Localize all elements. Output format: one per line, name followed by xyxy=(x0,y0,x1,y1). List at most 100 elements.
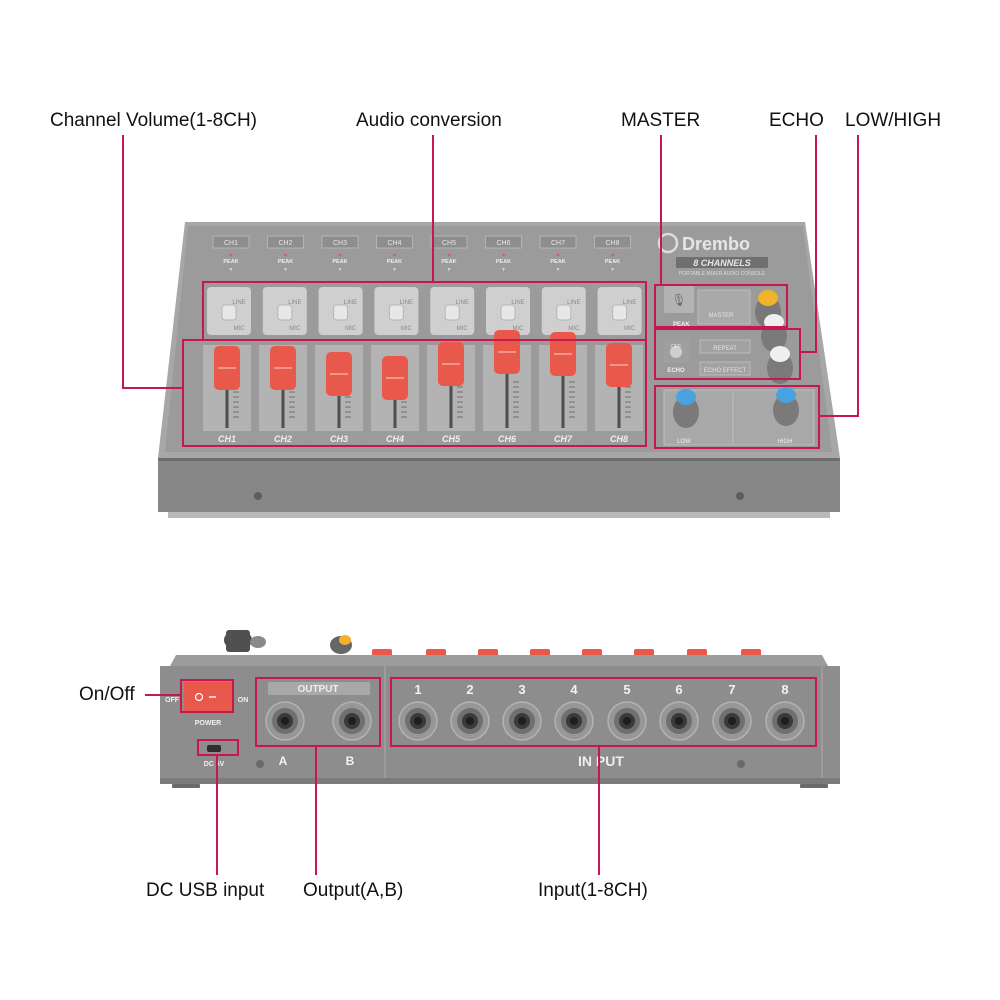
channel-fader[interactable]: CH5 xyxy=(427,342,475,444)
dc-usb-input-callout: DC USB input xyxy=(146,880,265,901)
power-switch[interactable] xyxy=(184,682,232,712)
master-knob-cap xyxy=(758,290,778,306)
audio-jack[interactable] xyxy=(765,701,805,741)
mic-label: MIC xyxy=(234,326,246,332)
input-highlight xyxy=(390,677,817,747)
power-label: POWER xyxy=(195,720,221,727)
audio-jack[interactable] xyxy=(712,701,752,741)
right-control-section: 🎙 PEAK MASTER OFF ECHO REPEAT ECHO EFFEC… xyxy=(663,285,815,446)
rear-leader-lines xyxy=(145,694,600,875)
master-knob-2[interactable] xyxy=(761,314,787,352)
echo-off-label: OFF xyxy=(671,344,681,350)
line-mic-switch[interactable]: LINE MIC xyxy=(207,287,251,335)
echo-highlight xyxy=(654,328,801,380)
echo-switch[interactable] xyxy=(670,346,682,358)
power-off-label: OFF xyxy=(165,697,180,704)
line-mic-switch[interactable]: LINE MIC xyxy=(430,287,475,335)
input-number-label: 8 xyxy=(781,682,788,697)
peak-label-master: PEAK xyxy=(673,322,690,328)
switch-toggle[interactable] xyxy=(333,304,349,321)
rear-highlight-boxes xyxy=(180,677,817,756)
switch-toggle[interactable] xyxy=(221,304,237,321)
brand-logo-icon xyxy=(657,232,679,254)
peak-label: PEAK xyxy=(387,259,402,265)
channel-fader[interactable]: CH2 xyxy=(259,345,307,444)
channel-fader[interactable]: CH1 xyxy=(203,345,251,444)
peak-label: PEAK xyxy=(278,259,293,265)
screw-icon xyxy=(736,492,744,500)
audio-jack[interactable] xyxy=(332,701,372,741)
channel-volume-highlight xyxy=(182,339,647,447)
power-on-label: ON xyxy=(238,697,249,704)
fader-channel-label: CH2 xyxy=(274,434,292,444)
audio-jack[interactable] xyxy=(265,701,305,741)
channel-header-label: CH3 xyxy=(333,240,347,247)
input-number-label: 2 xyxy=(466,682,473,697)
audio-jack[interactable] xyxy=(450,701,490,741)
switch-toggle[interactable] xyxy=(500,304,516,321)
channel-header-label: CH4 xyxy=(387,240,401,247)
chevron-down-icon: ▼ xyxy=(501,267,506,273)
line-label: LINE xyxy=(232,300,245,306)
fader-channel-label: CH7 xyxy=(554,434,573,444)
channel-fader[interactable]: CH6 xyxy=(483,330,531,444)
repeat-label: REPEAT xyxy=(713,346,737,352)
channel-fader[interactable]: CH8 xyxy=(595,343,643,444)
line-mic-switch[interactable]: LINE MIC xyxy=(486,287,530,335)
mic-label: MIC xyxy=(345,326,357,332)
switch-toggle[interactable] xyxy=(612,304,628,321)
line-label: LINE xyxy=(344,300,357,306)
channel-fader[interactable]: CH7 xyxy=(539,332,587,444)
mic-label: MIC xyxy=(457,326,469,332)
peak-led xyxy=(284,253,287,257)
switch-toggle[interactable] xyxy=(277,304,293,321)
dc-port-group: DC 5V xyxy=(204,745,225,768)
on-off-callout: On/Off xyxy=(79,684,135,705)
line-label: LINE xyxy=(456,300,469,306)
mic-label: MIC xyxy=(513,326,525,332)
input-number-label: 3 xyxy=(518,682,525,697)
channel-header-label: CH2 xyxy=(278,240,292,247)
channel-fader[interactable]: CH4 xyxy=(371,345,419,444)
peak-label: PEAK xyxy=(550,259,565,265)
top-highlight-boxes xyxy=(182,281,820,449)
echo-knob[interactable] xyxy=(767,346,793,384)
channel-fader[interactable]: CH3 xyxy=(315,345,363,444)
echo-effect-label: ECHO EFFECT xyxy=(704,368,747,374)
microphone-icon: 🎙 xyxy=(671,293,686,307)
audio-jack[interactable] xyxy=(398,701,438,741)
switch-toggle[interactable] xyxy=(556,304,572,321)
line-label: LINE xyxy=(511,300,524,306)
audio-jack[interactable] xyxy=(554,701,594,741)
audio-jack[interactable] xyxy=(659,701,699,741)
brand-name: Drembo xyxy=(682,234,750,254)
high-knob[interactable] xyxy=(773,387,799,426)
input-number-label: 1 xyxy=(414,682,421,697)
audio-jack[interactable] xyxy=(607,701,647,741)
model-subtitle: PORTABLE MIXER AUDIO CONSOLE xyxy=(679,271,766,277)
line-mic-switch[interactable]: LINE MIC xyxy=(318,287,363,335)
input-number-label: 4 xyxy=(570,682,578,697)
high-label: HIGH xyxy=(778,439,793,445)
peak-led xyxy=(611,253,614,257)
audio-jack[interactable] xyxy=(502,701,542,741)
switch-toggle[interactable] xyxy=(444,304,460,321)
switch-toggle[interactable] xyxy=(388,304,404,321)
low-knob[interactable] xyxy=(673,389,699,428)
peak-led xyxy=(338,253,342,257)
usb-port[interactable] xyxy=(207,745,221,752)
screw-icon xyxy=(254,492,262,500)
fader-channel-label: CH5 xyxy=(442,434,461,444)
mic-label: MIC xyxy=(568,326,580,332)
